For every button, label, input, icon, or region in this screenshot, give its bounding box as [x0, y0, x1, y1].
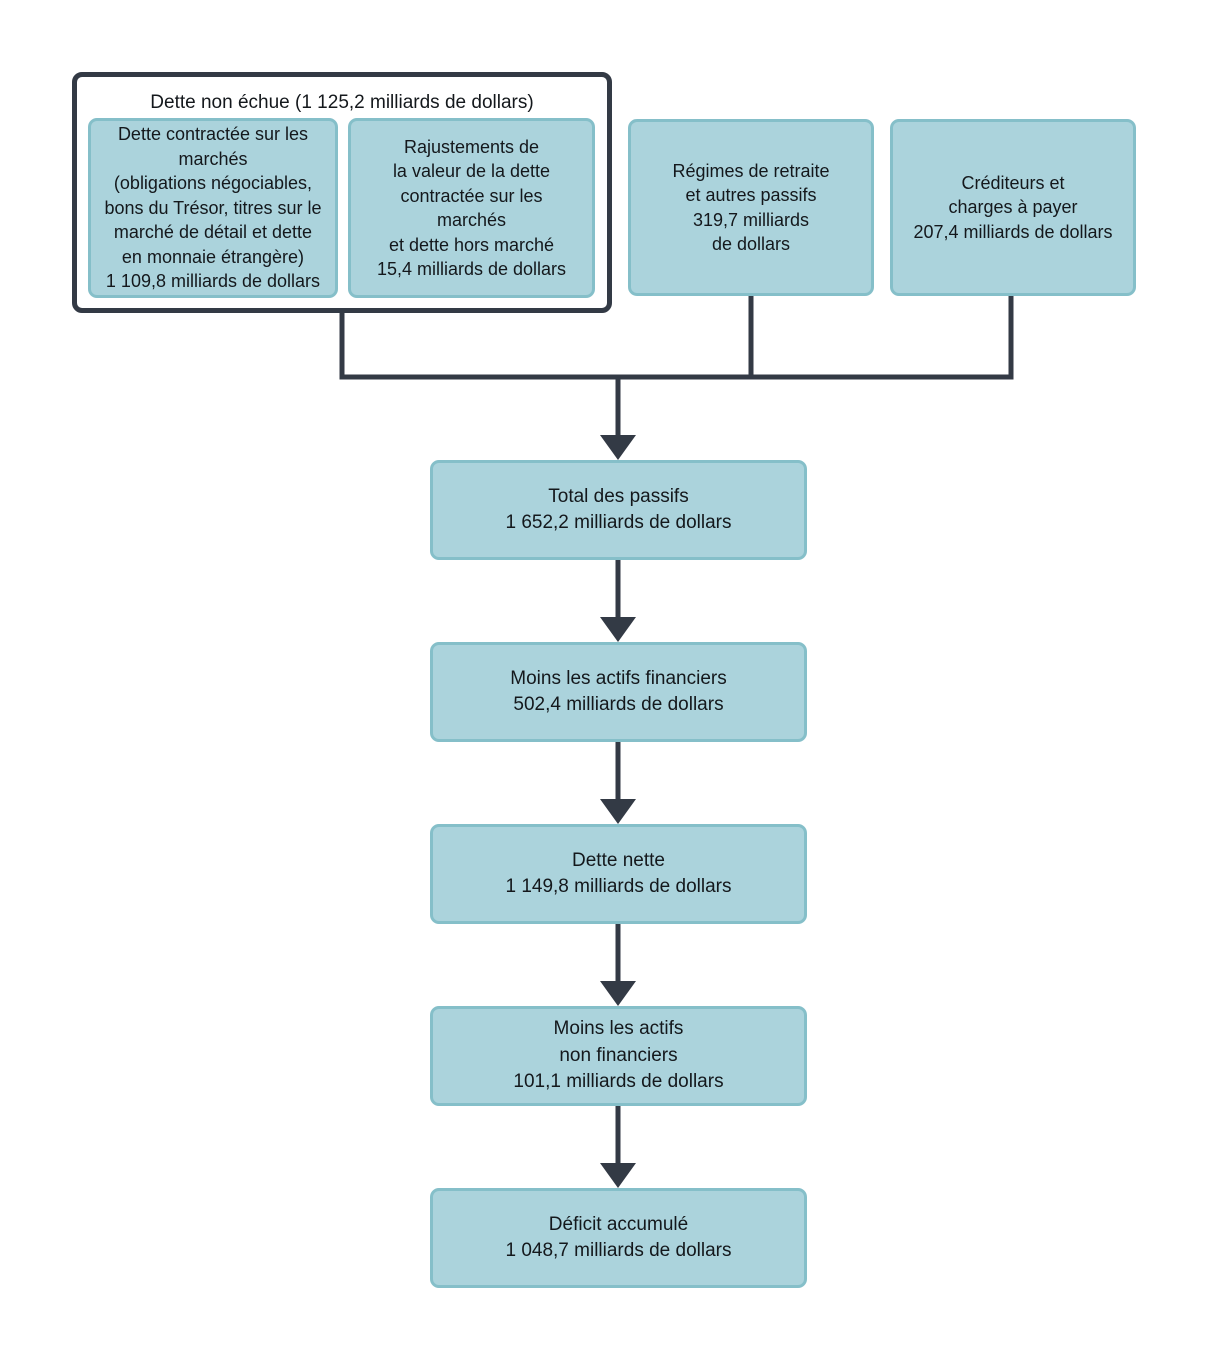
group-title-unmatured-debt: Dette non échue (1 125,2 milliards de do… — [150, 92, 534, 113]
box-creditors: Créditeurs et charges à payer 207,4 mill… — [890, 119, 1136, 296]
box-market-debt-text: Dette contractée sur les marchés (obliga… — [104, 124, 322, 292]
box-market-debt-adjustments: Rajustements de la valeur de la dette co… — [348, 118, 595, 298]
arrow-financial-to-netdebt-head — [600, 799, 636, 824]
box-creditors-text: Créditeurs et charges à payer 207,4 mill… — [913, 172, 1113, 242]
arrow-nonfinancial-to-deficit-head — [600, 1163, 636, 1188]
box-less-financial-assets-text: Moins les actifs financiers 502,4 millia… — [510, 667, 727, 716]
box-less-financial-assets: Moins les actifs financiers 502,4 millia… — [430, 642, 807, 742]
box-pension-plans: Régimes de retraite et autres passifs 31… — [628, 119, 874, 296]
arrow-total-to-financial-head — [600, 617, 636, 642]
box-accumulated-deficit-text: Déficit accumulé 1 048,7 milliards de do… — [505, 1213, 732, 1262]
box-total-liabilities-text: Total des passifs 1 652,2 milliards de d… — [505, 485, 732, 534]
box-market-debt-adjustments-text: Rajustements de la valeur de la dette co… — [376, 136, 567, 280]
box-total-liabilities: Total des passifs 1 652,2 milliards de d… — [430, 460, 807, 560]
arrow-bus-to-total-head — [600, 435, 636, 460]
box-net-debt: Dette nette 1 149,8 milliards de dollars — [430, 824, 807, 924]
box-net-debt-text: Dette nette 1 149,8 milliards de dollars — [505, 849, 732, 898]
box-less-nonfinancial-assets-text: Moins les actifs non financiers 101,1 mi… — [513, 1018, 724, 1093]
box-market-debt: Dette contractée sur les marchés (obliga… — [88, 118, 338, 298]
box-accumulated-deficit: Déficit accumulé 1 048,7 milliards de do… — [430, 1188, 807, 1288]
arrow-netdebt-to-nonfinancial-head — [600, 981, 636, 1006]
box-pension-plans-text: Régimes de retraite et autres passifs 31… — [672, 160, 830, 255]
box-less-nonfinancial-assets: Moins les actifs non financiers 101,1 mi… — [430, 1006, 807, 1106]
